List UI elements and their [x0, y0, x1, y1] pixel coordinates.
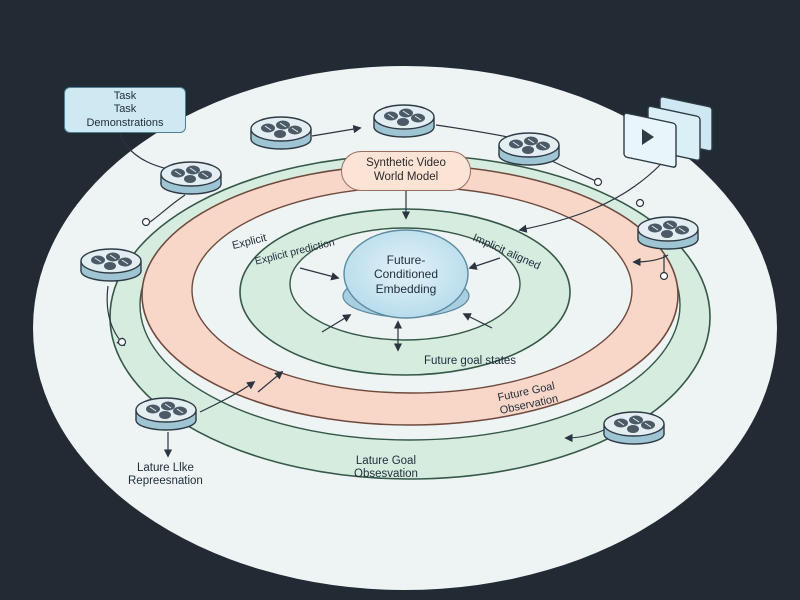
- connector-right-to-center: [468, 257, 501, 270]
- center-line-3: Embedding: [375, 281, 437, 296]
- connector-salmon-to-inner: [257, 370, 284, 393]
- label-future-goal-states: Future goal states: [424, 355, 517, 367]
- center-line-2: Conditioned: [373, 267, 439, 282]
- film-reel-icon: [603, 411, 665, 445]
- lgo-line-1: Lature Goal: [355, 455, 417, 467]
- connector-right-reel-down: [632, 254, 669, 267]
- world-model-box: Synthetic Video World Model: [341, 151, 471, 191]
- connector-lower-right-to-center: [462, 313, 493, 329]
- film-reel-icon: [135, 397, 197, 431]
- center-embedding-label: Future- Conditioned Embedding: [352, 253, 460, 296]
- connector-reel2-to-reel3: [311, 124, 362, 137]
- connector-reel-bottom-to-salmon: [199, 381, 256, 413]
- center-embedding: [343, 229, 469, 319]
- film-reel-icon: [80, 248, 142, 282]
- task-demonstrations-box: Task Task Demonstrations: [64, 87, 186, 133]
- connector-bottom-right-reel: [564, 429, 605, 443]
- lr-line-1: Lature Llke: [136, 462, 194, 474]
- connector-video-to-implicit: [518, 164, 661, 233]
- lgo-line-2: Obsesvation: [354, 468, 418, 481]
- task-line-2: Task: [113, 103, 137, 116]
- video-frames-icon: [623, 96, 713, 168]
- film-reel-icon: [637, 216, 699, 250]
- film-reel-icon: [373, 104, 435, 138]
- world-model-line-1: Synthetic Video: [366, 157, 446, 170]
- connector-reel1-left: [149, 194, 186, 223]
- label-latent-representation: Lature Llke Repreesnation: [128, 462, 203, 488]
- task-line-1: Task: [113, 90, 137, 103]
- center-line-1: Future-: [386, 253, 426, 267]
- connector-lower-left-to-center: [321, 314, 352, 333]
- film-reel-icon: [160, 161, 222, 195]
- label-lature-goal-observation: Lature Goal Obsesvation: [354, 455, 418, 481]
- task-line-3: Demonstrations: [86, 116, 164, 129]
- film-reel-icon: [250, 116, 312, 150]
- film-reel-icon: [498, 132, 560, 166]
- connector-left-to-center: [299, 267, 340, 281]
- lr-line-2: Repreesnation: [128, 475, 203, 488]
- world-model-line-2: World Model: [373, 171, 439, 183]
